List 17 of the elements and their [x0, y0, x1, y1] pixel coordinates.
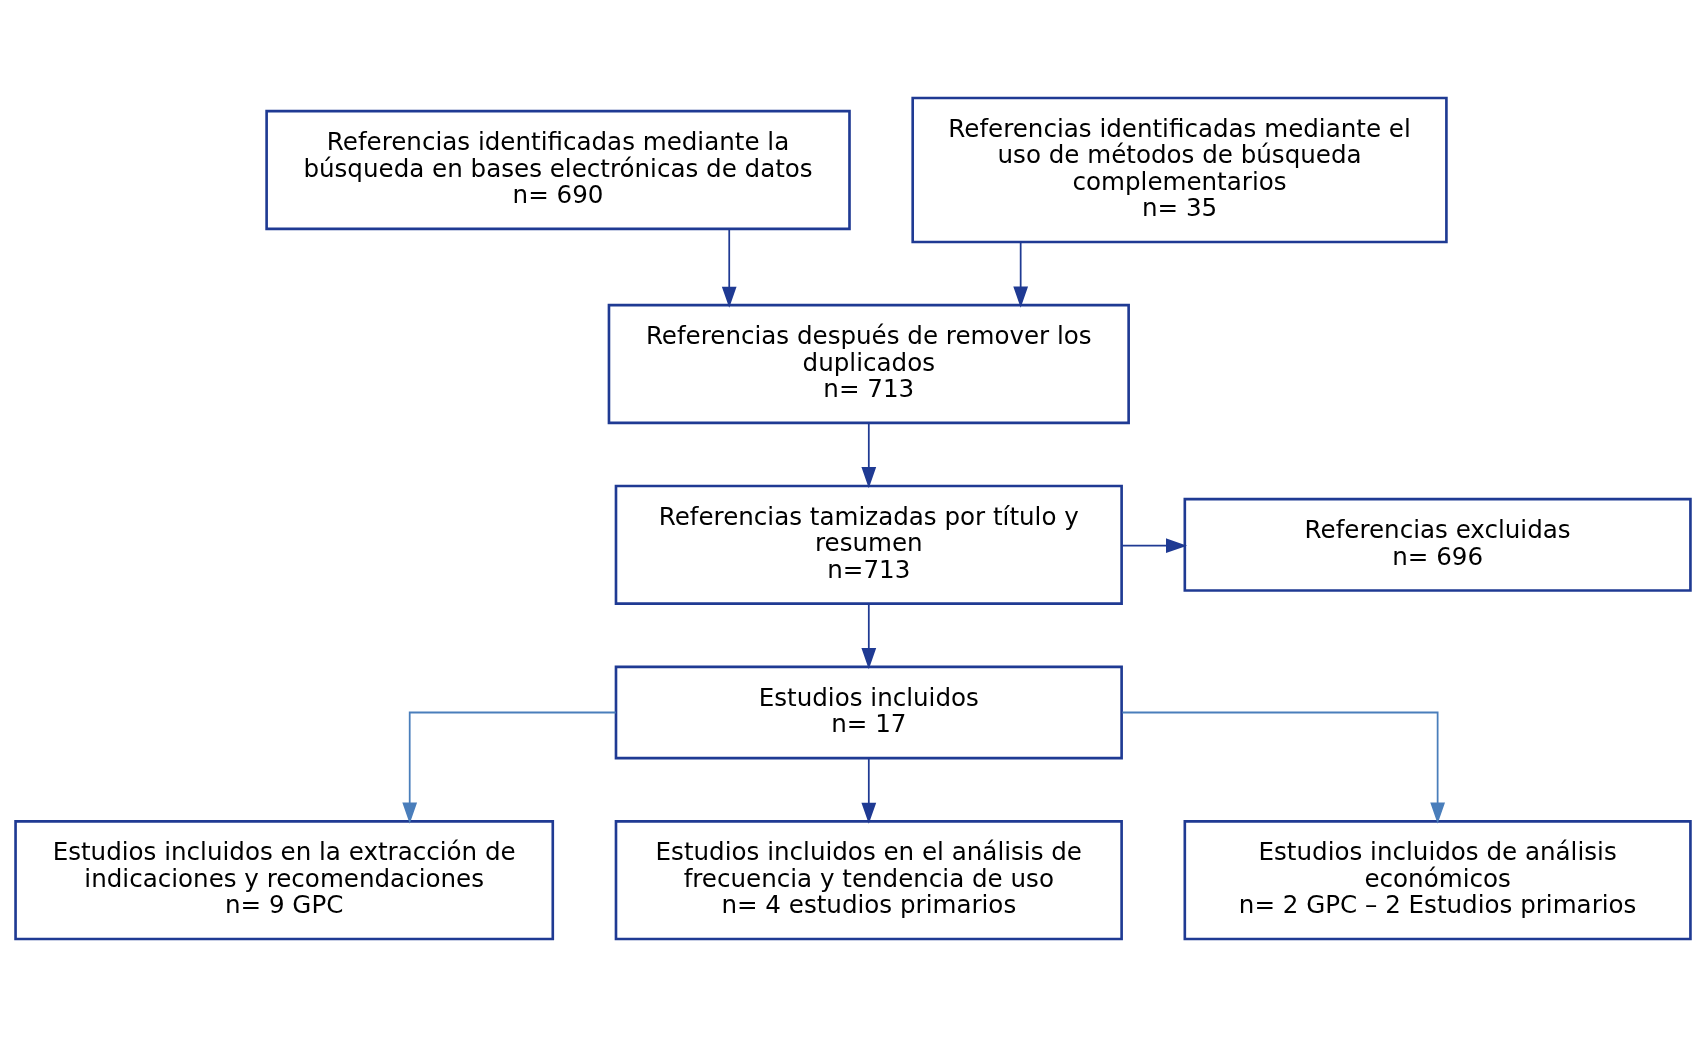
- node-box: Referencias después de remover los duplicados n= 713: [607, 303, 1130, 425]
- arrow: [861, 422, 877, 489]
- arrow: [721, 228, 737, 308]
- node-box: Estudios incluidos en la extracción de indicaciones y recomendaciones n= 9 GPC: [14, 820, 555, 941]
- node-box: Referencias identificadas mediante la búsqueda en bases electrónicas de datos n= 690: [265, 109, 851, 231]
- node-box: Referencias tamizadas por título y resumen n=713: [614, 484, 1123, 605]
- node-box: Estudios incluidos n= 17: [614, 665, 1123, 760]
- node-box: Referencias identificadas mediante el uso de métodos de búsqueda complementarios n= 35: [911, 96, 1448, 244]
- node-box: Estudios incluidos en el análisis de frecuencia y tendencia de uso n= 4 estudios primarios: [614, 820, 1123, 941]
- node-box: Referencias excluidas n= 696: [1183, 497, 1692, 592]
- arrow: [402, 711, 617, 824]
- arrow: [861, 757, 877, 824]
- arrow: [1121, 711, 1446, 824]
- arrow: [1121, 538, 1188, 554]
- arrow: [1013, 241, 1029, 308]
- arrow: [861, 603, 877, 670]
- node-box: Estudios incluidos de análisis económicos n= 2 GPC – 2 Estudios primarios: [1183, 820, 1692, 941]
